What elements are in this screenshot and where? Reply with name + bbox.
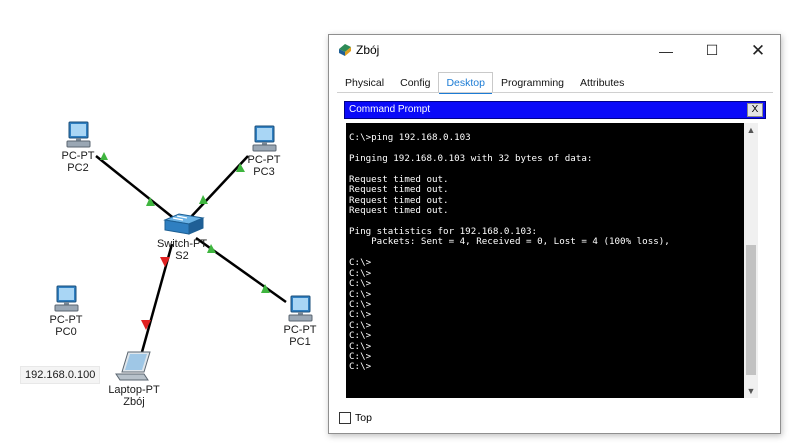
terminal-line: C:\>: [349, 361, 372, 373]
laptop-icon: [115, 351, 151, 381]
device-type-label: PC-PT: [49, 314, 83, 326]
device-name-label: PC0: [55, 326, 77, 338]
device-name-label: PC1: [289, 336, 311, 348]
switch-icon: [163, 213, 205, 235]
ip-note-label[interactable]: 192.168.0.100: [20, 366, 101, 384]
tab-physical[interactable]: Physical: [345, 77, 385, 89]
terminal-line: C:\>: [349, 298, 372, 310]
terminal-line: Request timed out.: [349, 205, 449, 217]
link-light-pc2: [100, 152, 108, 160]
link-light-switch-laptop: [160, 257, 170, 267]
terminal-line: C:\>: [349, 278, 372, 290]
terminal-text: C:\>ping 192.168.0.103 Pinging 192.168.0…: [349, 123, 670, 373]
device-pc2[interactable]: PC-PT PC2: [52, 120, 104, 174]
device-pc1[interactable]: PC-PT PC1: [280, 294, 320, 348]
terminal-line: Packets: Sent = 4, Received = 0, Lost = …: [349, 236, 670, 248]
tab-bar: Physical Config Desktop Programming Attr…: [337, 72, 632, 94]
pc-icon: [54, 285, 79, 312]
terminal-line: Ping statistics for 192.168.0.103:: [349, 226, 538, 238]
link-light-switch-pc2: [146, 197, 155, 206]
device-laptop-zboj[interactable]: Laptop-PT Zbój: [106, 350, 162, 408]
terminal-line: Request timed out.: [349, 184, 449, 196]
top-checkbox-label: Top: [355, 412, 372, 424]
device-name-label: Zbój: [123, 396, 145, 408]
tab-desktop[interactable]: Desktop: [438, 72, 493, 94]
terminal-line: Pinging 192.168.0.103 with 32 bytes of d…: [349, 153, 593, 165]
window-titlebar[interactable]: Zbój — ☐ ✕: [329, 35, 780, 66]
tab-config[interactable]: Config: [400, 77, 431, 89]
command-prompt-header: Command Prompt X: [344, 101, 766, 119]
link-light-switch-pc1: [207, 244, 216, 253]
tab-attributes[interactable]: Attributes: [580, 77, 625, 89]
device-pc3[interactable]: PC-PT PC3: [244, 124, 284, 178]
device-name-label: PC2: [67, 162, 89, 174]
pc-icon: [66, 121, 91, 148]
terminal-line: [349, 248, 670, 258]
device-type-label: Laptop-PT: [108, 384, 160, 396]
scroll-thumb[interactable]: [746, 245, 756, 375]
device-name-label: PC3: [253, 166, 275, 178]
tab-divider: [337, 92, 773, 93]
scroll-up-arrow-icon[interactable]: ▲: [746, 125, 756, 135]
scroll-down-arrow-icon[interactable]: ▼: [746, 386, 756, 396]
link-pc3-switch[interactable]: [189, 155, 249, 219]
device-type-label: PC-PT: [283, 324, 317, 336]
device-name-label: S2: [175, 250, 189, 262]
pc-icon: [252, 125, 277, 152]
terminal-line: C:\>: [349, 350, 372, 362]
maximize-button[interactable]: ☐: [705, 42, 719, 58]
window-title: Zbój: [356, 43, 380, 57]
device-pc0[interactable]: PC-PT PC0: [46, 284, 86, 338]
link-light-pc3: [236, 163, 245, 172]
top-checkbox[interactable]: [339, 412, 351, 424]
terminal-line: Request timed out.: [349, 194, 449, 206]
device-type-label: Switch-PT: [156, 238, 208, 250]
terminal-line: C:\>: [349, 319, 372, 331]
pc-icon: [288, 295, 313, 322]
command-prompt-close-button[interactable]: X: [747, 103, 763, 117]
terminal-line: Request timed out.: [349, 174, 449, 186]
device-window: Zbój — ☐ ✕ Physical Config Desktop Progr…: [328, 34, 781, 434]
packet-tracer-icon: [339, 44, 351, 56]
close-button[interactable]: ✕: [750, 40, 766, 60]
terminal-output[interactable]: C:\>ping 192.168.0.103 Pinging 192.168.0…: [346, 123, 744, 398]
terminal-line: C:\>: [349, 340, 372, 352]
device-type-label: PC-PT: [61, 150, 95, 162]
device-type-label: PC-PT: [247, 154, 281, 166]
terminal-line: C:\>: [349, 288, 372, 300]
terminal-line: C:\>: [349, 309, 372, 321]
terminal-scrollbar[interactable]: ▲ ▼: [744, 123, 758, 398]
command-prompt-title: Command Prompt: [349, 104, 431, 115]
link-light-laptop: [141, 320, 151, 330]
link-light-switch-pc3: [199, 195, 208, 204]
minimize-button[interactable]: —: [659, 42, 673, 59]
terminal-line: C:\>: [349, 330, 372, 342]
link-pc2-switch[interactable]: [95, 155, 177, 221]
link-light-pc1: [261, 284, 270, 293]
terminal-line: C:\>: [349, 267, 372, 279]
device-switch-s2[interactable]: Switch-PT S2: [150, 212, 214, 262]
terminal-line: C:\>ping 192.168.0.103: [349, 132, 471, 144]
tab-programming[interactable]: Programming: [501, 77, 565, 89]
desktop-panel: Command Prompt X C:\>ping 192.168.0.103 …: [337, 95, 774, 406]
terminal-line: C:\>: [349, 257, 372, 269]
